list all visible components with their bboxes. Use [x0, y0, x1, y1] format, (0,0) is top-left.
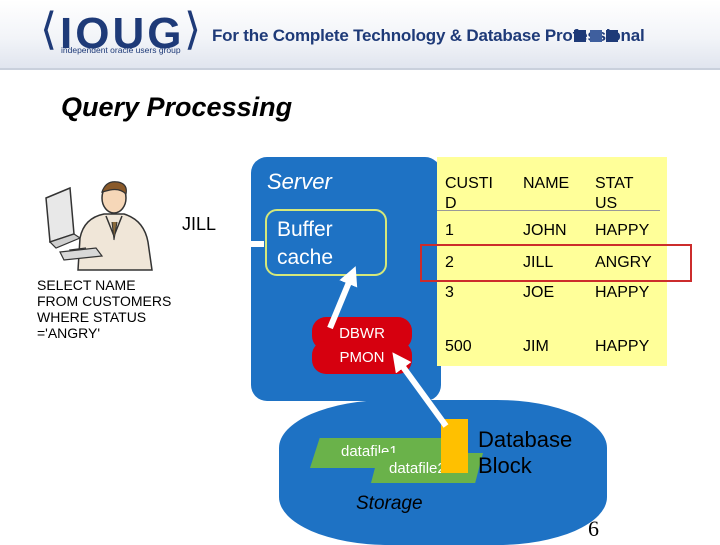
user-at-computer-icon	[45, 181, 153, 271]
storage-label: Storage	[356, 493, 423, 514]
page-number: 6	[588, 516, 599, 541]
table-cell-name: JILL	[523, 254, 554, 271]
header-square-icon	[606, 30, 618, 42]
header-square-icon	[590, 30, 602, 42]
highlighted-row-outline	[420, 244, 692, 282]
logo-open-bracket: ⟨	[40, 4, 58, 55]
ioug-logo: IOUG	[60, 9, 185, 58]
table-cell-name: JOHN	[523, 222, 567, 239]
table-header-status: STATUS	[595, 175, 634, 212]
header-divider	[0, 68, 720, 70]
table-cell-name: JOE	[523, 284, 555, 301]
dbwr-to-buffer-arrow	[327, 266, 358, 330]
table-cell-name: JIM	[523, 338, 549, 355]
logo-subtitle: independent oracle users group	[61, 45, 181, 55]
slide-title: Query Processing	[61, 92, 293, 122]
table-cell-custid: 1	[445, 222, 454, 239]
table-header-name: NAME	[523, 175, 570, 192]
buffer-cache-box	[265, 209, 387, 276]
server-label: Server	[267, 169, 332, 194]
table-cell-status: ANGRY	[595, 254, 652, 271]
header-square-icon	[574, 30, 586, 42]
user-name-label: JILL	[182, 214, 217, 234]
table-cell-custid: 3	[445, 284, 454, 301]
table-cell-status: HAPPY	[595, 222, 650, 239]
table-cell-custid: 500	[445, 338, 472, 355]
database-block	[441, 419, 468, 473]
table-header-custid: CUSTID	[445, 175, 493, 212]
table-cell-status: HAPPY	[595, 338, 650, 355]
sql-query-text: SELECT NAME FROM CUSTOMERS WHERE STATUS …	[37, 277, 172, 341]
table-cell-status: HAPPY	[595, 284, 650, 301]
header-tagline: For the Complete Technology & Database P…	[212, 26, 645, 45]
logo-close-bracket: ⟩	[184, 4, 202, 55]
customers-table	[437, 157, 667, 366]
table-header-divider	[437, 210, 660, 211]
datafile2-label: datafile2	[389, 460, 446, 477]
buffer-cache-label: Buffer cache	[277, 218, 334, 269]
table-cell-custid: 2	[445, 254, 454, 271]
database-block-label: Database Block	[478, 427, 573, 478]
block-to-dbwr-arrow	[392, 352, 449, 428]
